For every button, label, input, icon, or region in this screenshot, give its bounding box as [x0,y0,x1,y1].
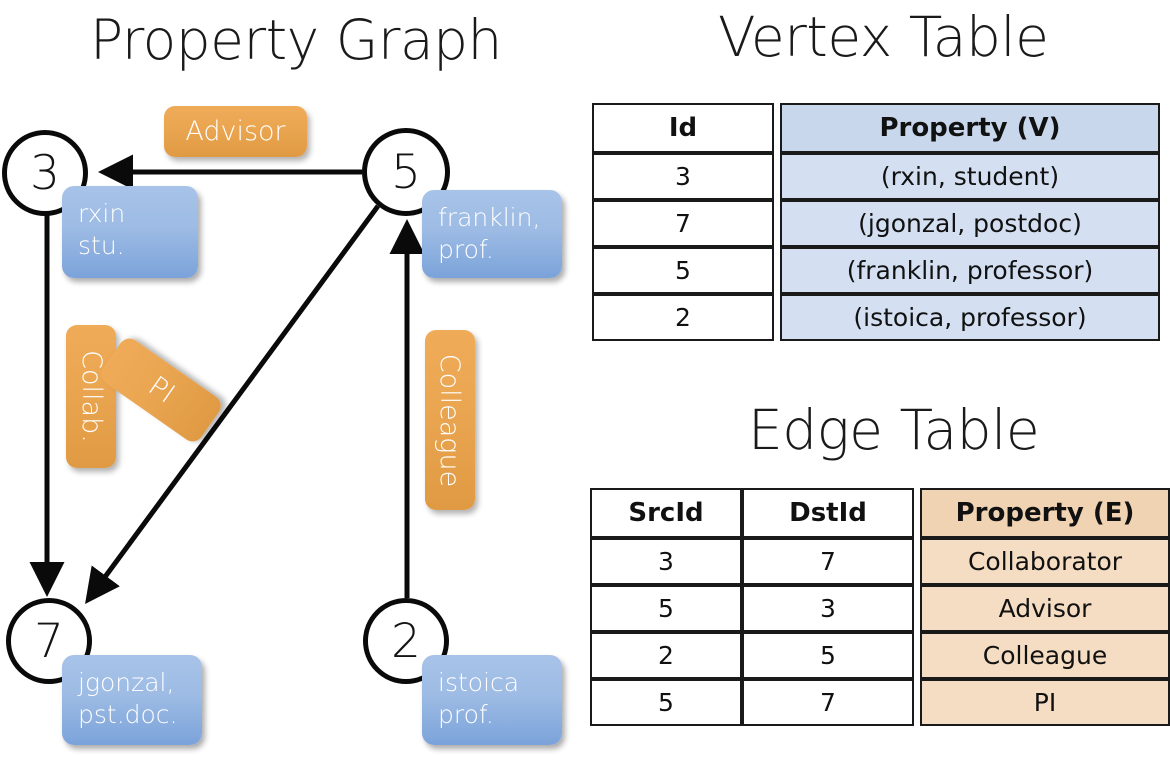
vertex-property-franklin-line1: franklin, [438,203,541,232]
vertex-3-label: 3 [30,145,60,201]
edge-table-cell-property: PI [920,679,1170,726]
vertex-5-label: 5 [391,144,421,200]
graph-edge-arrows [29,154,425,605]
edge-arrow-pi [85,204,381,605]
page-title-property-graph: Property Graph [90,8,502,72]
vertex-7-label: 7 [34,613,64,669]
vertex-property-jgonzal-line2: pst.doc. [78,700,178,729]
edge-label-pi-text: PI [142,370,180,410]
edge-label-advisor-text: Advisor [185,116,286,147]
edge-table-cell-property: Colleague [920,632,1170,679]
graph-vertex-5[interactable]: 5 [362,128,450,216]
vertex-table-cell-id: 3 [592,153,774,200]
edge-label-box-advisor[interactable]: Advisor [164,106,307,157]
vertex-property-franklin-line2: prof. [438,235,494,264]
vertex-table-cell-property: (jgonzal, postdoc) [780,200,1160,247]
edge-label-colleague-text: Colleague [434,353,466,487]
vertex-2-label: 2 [391,613,421,669]
edge-table-cell-dstid: 7 [742,538,914,585]
page-title-edge-table: Edge Table [748,398,1040,462]
edge-table-header-dstid: DstId [742,488,914,538]
edge-label-box-colleague[interactable]: Colleague [425,330,475,510]
edge-table-header-srcid: SrcId [590,488,742,538]
table-row[interactable]: 2 (istoica, professor) [592,294,1160,341]
edge-table-cell-srcid: 2 [590,632,742,679]
edge-table-cell-property: Collaborator [920,538,1170,585]
vertex-table-cell-property: (franklin, professor) [780,247,1160,294]
edge-table-cell-property: Advisor [920,585,1170,632]
table-row[interactable]: 2 5 Colleague [590,632,1170,679]
table-row[interactable]: 7 (jgonzal, postdoc) [592,200,1160,247]
edge-table-cell-srcid: 5 [590,585,742,632]
vertex-property-istoica-line1: istoica [438,668,520,697]
table-row[interactable]: 5 3 Advisor [590,585,1170,632]
table-row[interactable]: 5 7 PI [590,679,1170,726]
edge-table-cell-srcid: 3 [590,538,742,585]
edge-table-header-property: Property (E) [920,488,1170,538]
vertex-table-cell-id: 2 [592,294,774,341]
table-row[interactable]: 3 (rxin, student) [592,153,1160,200]
vertex-table-cell-id: 5 [592,247,774,294]
vertex-table-cell-property: (istoica, professor) [780,294,1160,341]
property-graph-diagram: 3 5 7 2 rxin stu. franklin, prof. jgonza… [2,106,562,745]
edge-label-box-collab[interactable]: Collab. [66,325,116,468]
edge-label-collab-text: Collab. [75,350,107,443]
vertex-property-jgonzal-line1: jgonzal, [78,668,175,697]
vertex-property-istoica-line2: prof. [438,700,494,729]
vertex-property-box-jgonzal[interactable]: jgonzal, pst.doc. [62,655,202,745]
vertex-property-rxin-line1: rxin [78,199,126,228]
vertex-table: Id Property (V) 3 (rxin, student) 7 (jgo… [592,103,1160,341]
vertex-table-cell-id: 7 [592,200,774,247]
table-row[interactable]: 3 7 Collaborator [590,538,1170,585]
edge-table-cell-dstid: 7 [742,679,914,726]
vertex-property-box-franklin[interactable]: franklin, prof. [422,190,562,278]
table-row[interactable]: 5 (franklin, professor) [592,247,1160,294]
edge-table-header-row: SrcId DstId Property (E) [590,488,1170,538]
page-title-vertex-table: Vertex Table [718,5,1049,69]
vertex-property-box-istoica[interactable]: istoica prof. [422,655,562,745]
edge-table: SrcId DstId Property (E) 3 7 Collaborato… [590,488,1170,726]
vertex-property-rxin-line2: stu. [78,231,125,260]
vertex-table-header-property: Property (V) [780,103,1160,153]
vertex-table-cell-property: (rxin, student) [780,153,1160,200]
vertex-table-header-id: Id [592,103,774,153]
edge-table-cell-dstid: 3 [742,585,914,632]
vertex-property-box-rxin[interactable]: rxin stu. [62,186,198,278]
edge-table-cell-srcid: 5 [590,679,742,726]
vertex-table-header-row: Id Property (V) [592,103,1160,153]
graph-vertex-2[interactable]: 2 [363,598,449,684]
edge-table-cell-dstid: 5 [742,632,914,679]
